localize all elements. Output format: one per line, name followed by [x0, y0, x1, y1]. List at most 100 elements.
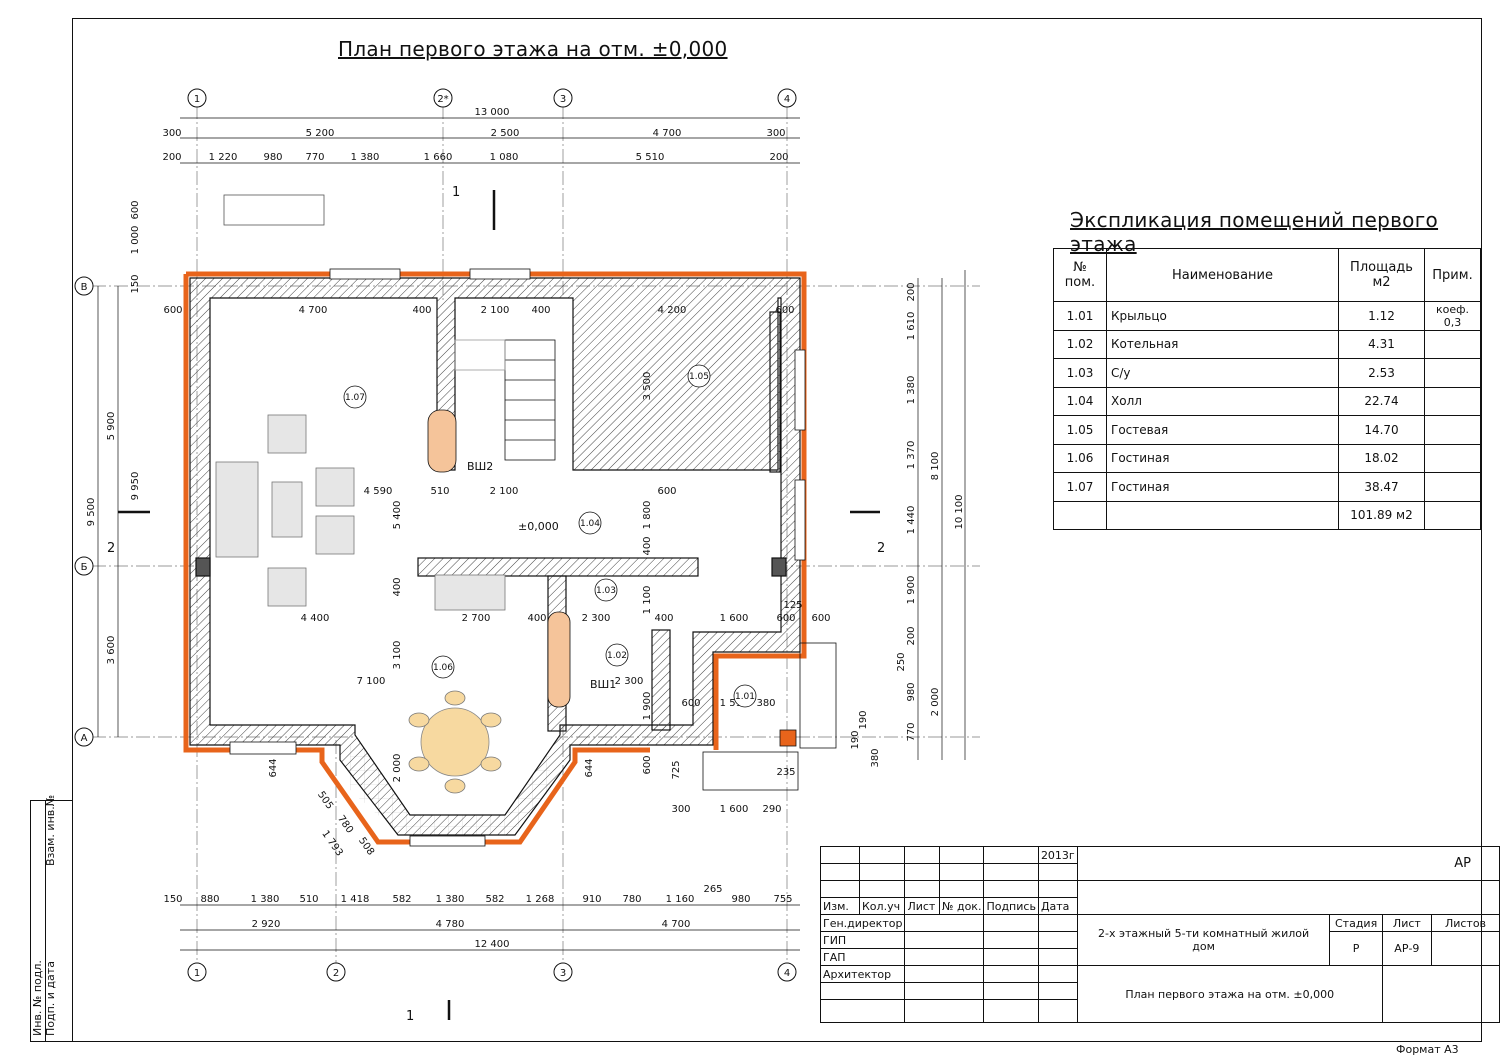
dim-top-overall: 13 000 — [475, 107, 510, 118]
axis-left-b: Б — [81, 562, 88, 573]
dim-inner-3: 400 — [531, 305, 550, 316]
dim-left-0: 9 500 — [86, 498, 97, 527]
porch — [702, 642, 837, 791]
header-num: № пом. — [1053, 248, 1107, 302]
dim-inner-30: 2 000 — [392, 754, 403, 783]
col-izm: Изм. — [820, 897, 860, 915]
windows — [229, 268, 806, 847]
dim-inner-25: 2 300 — [615, 676, 644, 687]
row-num: 1.06 — [1053, 443, 1107, 473]
dim-bot-overall: 12 400 — [475, 939, 510, 950]
row-note — [1424, 472, 1481, 502]
walls — [189, 277, 801, 836]
dim-left-5: 600 — [130, 200, 141, 219]
staircase — [223, 194, 556, 461]
row-area: 1.12 — [1338, 301, 1425, 331]
axis-markers — [74, 88, 797, 982]
dim-bot-r1-13: 755 — [773, 894, 792, 905]
dim-top-r2-2: 980 — [263, 152, 282, 163]
dim-inner-47: 125 — [783, 600, 802, 611]
role-0: Ген.директор — [819, 914, 906, 932]
dim-inner-23: 3 100 — [392, 641, 403, 670]
dim-inner-11: 600 — [657, 486, 676, 497]
axis-bottom-1: 1 — [194, 968, 200, 979]
row-name: С/у — [1106, 358, 1339, 388]
room-1-07: 1.07 — [345, 393, 365, 403]
dim-inner-17: 400 — [527, 613, 546, 624]
dim-bot-r1-7: 582 — [485, 894, 504, 905]
dim-bot-r1-9: 910 — [582, 894, 601, 905]
vent-shafts — [427, 409, 797, 747]
dim-left-4: 1 000 — [130, 226, 141, 255]
dim-left-6: 150 — [130, 274, 141, 293]
table-row: 1.01 Крыльцо 1.12 коеф. 0,3 — [1053, 301, 1481, 331]
label-level: ±0,000 — [518, 520, 559, 533]
section-bottom-1: 1 — [406, 1009, 414, 1024]
dim-inner-1: 400 — [412, 305, 431, 316]
row-name: Гостиная — [1106, 443, 1339, 473]
dim-bot-r1-1: 880 — [200, 894, 219, 905]
axis-top-4: 4 — [784, 94, 790, 105]
axis-bottom-3: 3 — [560, 968, 566, 979]
dim-top-r2-0: 200 — [162, 152, 181, 163]
role-3: Архитектор — [819, 965, 906, 983]
dim-inner-46: 380 — [870, 748, 881, 767]
row-name: Гостиная — [1106, 472, 1339, 502]
dim-inner-5: 600 — [163, 305, 182, 316]
table-row: 1.05 Гостевая 14.70 — [1053, 415, 1481, 445]
row-name: Гостевая — [1106, 415, 1339, 445]
dim-inner-39: 300 — [671, 804, 690, 815]
dim-right-5: 1 900 — [906, 576, 917, 605]
dim-inner-43: 265 — [703, 884, 722, 895]
dim-right-8: 980 — [906, 682, 917, 701]
side-strip: Инв. № подл. Подп. и дата Взам. инв.№ — [30, 795, 72, 1042]
dim-left-3: 3 600 — [106, 636, 117, 665]
label-vsh2: ВШ2 — [467, 460, 493, 473]
dim-top-r2-6: 1 080 — [490, 152, 519, 163]
dim-inner-26: 1 900 — [642, 692, 653, 721]
axis-bottom-4: 4 — [784, 968, 790, 979]
dim-inner-9: 510 — [430, 486, 449, 497]
dim-inner-19: 400 — [654, 613, 673, 624]
dim-inner-15: 4 400 — [301, 613, 330, 624]
dim-bot-r1-11: 1 160 — [666, 894, 695, 905]
role-1: ГИП — [819, 931, 906, 949]
dim-top-r2-7: 5 510 — [636, 152, 665, 163]
dim-left-1: 9 950 — [130, 472, 141, 501]
stamp-sheet-title: План первого этажа на отм. ±0,000 — [1076, 965, 1383, 1023]
col-date: Дата — [1037, 897, 1078, 915]
row-num: 1.05 — [1053, 415, 1107, 445]
insulation-outline — [183, 271, 807, 845]
role-2: ГАП — [819, 948, 906, 966]
row-note: коеф. 0,3 — [1424, 301, 1481, 331]
dim-inner-32: 644 — [268, 758, 279, 777]
stamp-sheet: АР-9 — [1381, 931, 1432, 966]
row-num: 1.02 — [1053, 329, 1107, 359]
title-block: 2013г АР Изм. Кол.уч Лист № док. Подпись… — [819, 846, 1500, 1023]
room-1-03: 1.03 — [596, 586, 616, 596]
row-area: 4.31 — [1338, 329, 1425, 359]
stamp-project: 2-х этажный 5-ти комнатный жилой дом — [1076, 914, 1331, 966]
col-list: Лист — [904, 897, 941, 915]
col-sign: Подпись — [983, 897, 1039, 915]
dim-right-3: 1 370 — [906, 441, 917, 470]
table-row: 1.07 Гостиная 38.47 — [1053, 472, 1481, 502]
dim-inner-22: 1 100 — [642, 586, 653, 615]
dim-inner-10: 2 100 — [490, 486, 519, 497]
drawing-sheet-frame — [72, 18, 1482, 1042]
dim-top-r2-8: 200 — [769, 152, 788, 163]
dim-right-7: 250 — [896, 652, 907, 671]
dim-top-r2-5: 1 660 — [424, 152, 453, 163]
stamp-sheets-label: Листов — [1430, 914, 1500, 932]
dim-inner-42: 235 — [776, 767, 795, 778]
dim-inner-49: 400 — [392, 577, 403, 596]
dim-inner-12: 5 400 — [392, 501, 403, 530]
table-row: 1.04 Холл 22.74 — [1053, 386, 1481, 416]
col-doc: № док. — [939, 897, 985, 915]
explication-header: № пом. Наименование Площадь м2 Прим. — [1053, 248, 1481, 302]
dim-inner-27: 600 — [681, 698, 700, 709]
section-top-1: 1 — [452, 185, 460, 200]
row-note — [1424, 386, 1481, 416]
dim-bot-r1-6: 1 380 — [436, 894, 465, 905]
